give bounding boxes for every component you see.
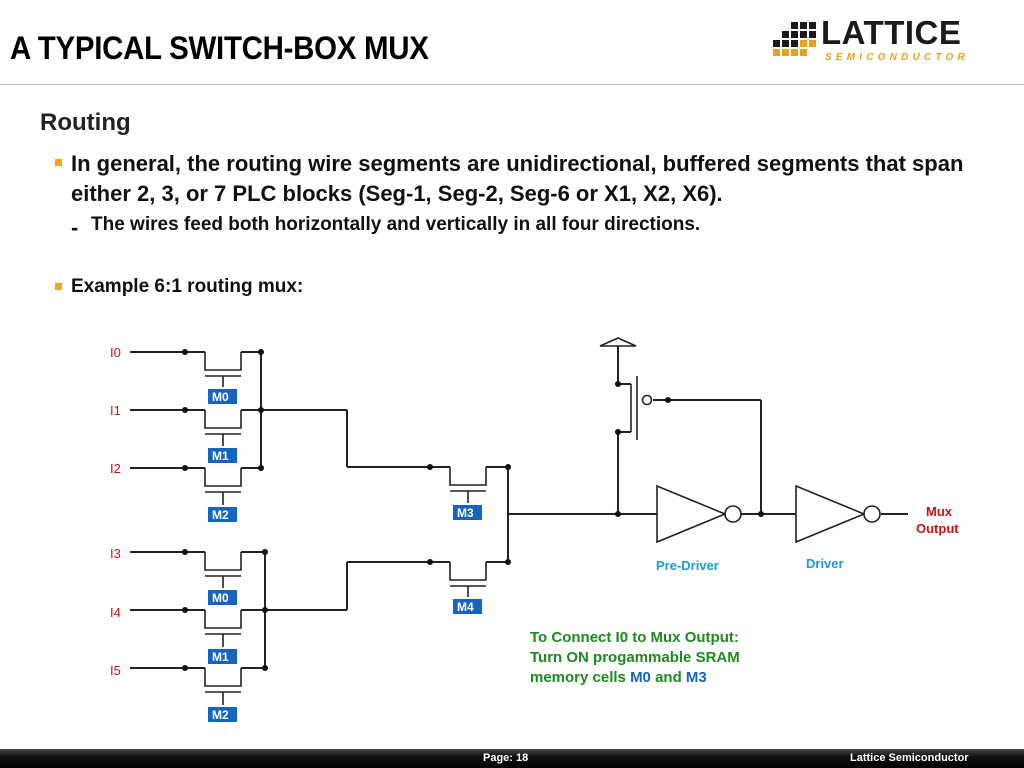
input-label-i1: I1 bbox=[110, 403, 121, 418]
caption-prefix: memory cells bbox=[530, 669, 626, 686]
junction-dots bbox=[182, 349, 764, 671]
memory-cell-m3: M3 bbox=[457, 506, 474, 520]
driver-bubble bbox=[863, 505, 881, 523]
input-label-i2: I2 bbox=[110, 461, 121, 476]
lattice-logo: LATTICE SEMICONDUCTOR bbox=[769, 14, 1001, 68]
bullet-routing-wires: In general, the routing wire segments ar… bbox=[71, 151, 964, 206]
pre-driver-bubble bbox=[724, 505, 742, 523]
connection-caption: To Connect I0 to Mux Output: Turn ON pro… bbox=[530, 628, 740, 688]
logo-subtitle: SEMICONDUCTOR bbox=[825, 52, 969, 63]
lattice-logo-mark-icon bbox=[773, 22, 816, 56]
circuit-wires bbox=[130, 346, 908, 669]
memory-cell-m0-top: M0 bbox=[212, 390, 229, 404]
pass-transistors bbox=[204, 337, 638, 705]
title-divider bbox=[0, 84, 1024, 85]
caption-line-3: memory cells M0 and M3 bbox=[530, 668, 740, 688]
slide-footer: Page: 18 Lattice Semiconductor bbox=[0, 749, 1024, 768]
sub-bullet-dash: - bbox=[71, 215, 79, 240]
input-label-i3: I3 bbox=[110, 546, 121, 561]
input-label-i0: I0 bbox=[110, 345, 121, 360]
input-label-i4: I4 bbox=[110, 605, 121, 620]
caption-cell-m0: M0 bbox=[630, 669, 651, 686]
memory-cells: M0 M1 M2 M0 M1 M2 M3 M4 bbox=[208, 389, 482, 722]
memory-cell-m1-top: M1 bbox=[212, 449, 229, 463]
page-number: Page: 18 bbox=[483, 752, 529, 764]
caption-line-1: To Connect I0 to Mux Output: bbox=[530, 629, 739, 646]
sub-bullet-directions: The wires feed both horizontally and ver… bbox=[91, 214, 701, 235]
driver-buffer-icon bbox=[795, 484, 867, 544]
memory-cell-m1-bottom: M1 bbox=[212, 650, 229, 664]
memory-cell-m4: M4 bbox=[457, 600, 474, 614]
section-heading: Routing bbox=[40, 109, 131, 136]
buffers bbox=[656, 484, 881, 544]
input-label-i5: I5 bbox=[110, 663, 121, 678]
bullet-example: Example 6:1 routing mux: bbox=[71, 276, 304, 297]
slide-title: A TYPICAL SWITCH-BOX MUX bbox=[10, 30, 429, 66]
caption-cell-m3: M3 bbox=[685, 669, 707, 686]
logo-wordmark: LATTICE bbox=[821, 14, 962, 51]
mux-output-label-line1: Mux bbox=[926, 504, 953, 519]
mux-output-label-line2: Output bbox=[916, 521, 959, 536]
bullet-marker-icon bbox=[55, 159, 62, 166]
memory-cell-m0-bottom: M0 bbox=[212, 591, 229, 605]
bullet-marker-icon bbox=[55, 283, 62, 290]
pre-driver-buffer-icon bbox=[656, 484, 728, 544]
driver-label: Driver bbox=[806, 556, 844, 571]
keeper-gate-bubble bbox=[641, 394, 653, 406]
memory-cell-m2-bottom: M2 bbox=[212, 708, 229, 722]
memory-cell-m2-top: M2 bbox=[212, 508, 229, 522]
caption-line-2: Turn ON progammable SRAM bbox=[530, 649, 740, 666]
footer-company: Lattice Semiconductor bbox=[850, 752, 969, 764]
caption-and: and bbox=[655, 669, 682, 686]
pre-driver-label: Pre-Driver bbox=[656, 558, 719, 573]
